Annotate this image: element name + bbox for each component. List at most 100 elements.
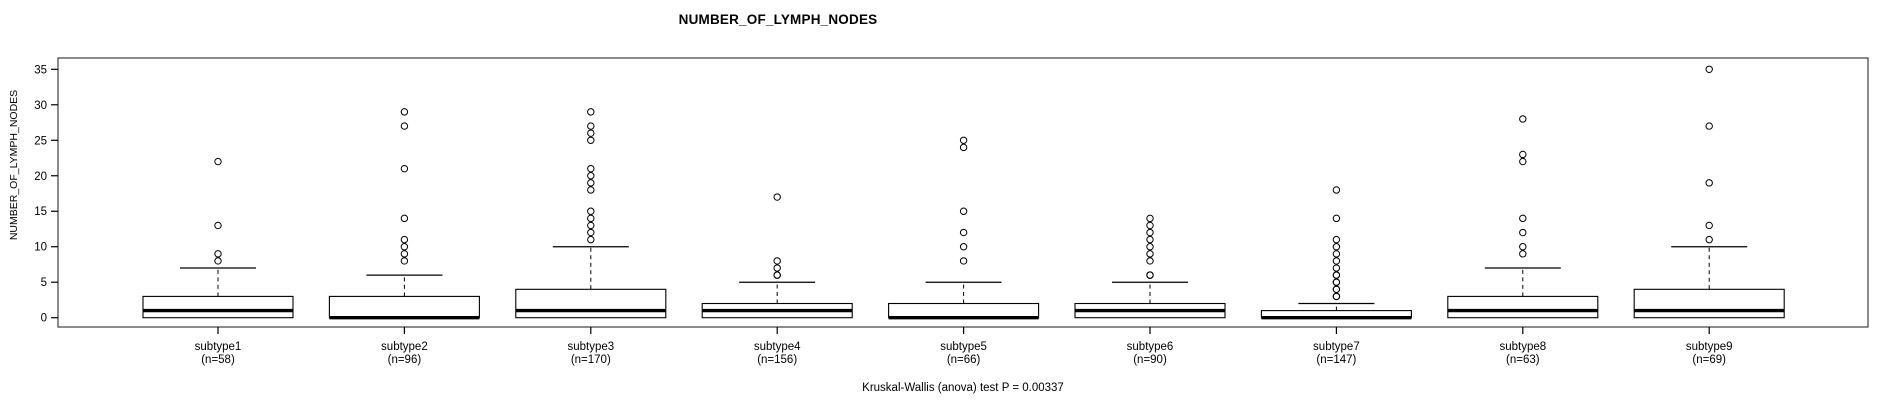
outlier-point — [1705, 179, 1713, 187]
outlier-point — [214, 157, 222, 166]
y-tick-label: 35 — [34, 64, 47, 76]
outlier-point — [1332, 257, 1341, 265]
box-group-subtype1: subtype1(n=58) — [142, 157, 294, 366]
outlier-point — [1519, 115, 1527, 123]
y-tick-label: 30 — [34, 100, 47, 112]
outlier-point — [400, 250, 409, 258]
outlier-point — [1705, 235, 1713, 244]
outlier-point — [959, 207, 968, 215]
outlier-point — [587, 122, 595, 130]
y-tick-label: 10 — [34, 242, 47, 254]
iqr-box — [515, 288, 667, 319]
outlier-point — [587, 179, 595, 187]
x-tick-n-label: (n=63) — [1506, 354, 1540, 366]
outlier-point — [1146, 250, 1154, 258]
y-tick-label: 0 — [41, 313, 47, 325]
outlier-point — [587, 129, 595, 137]
outlier-point — [587, 214, 595, 223]
outlier-point — [1332, 250, 1341, 258]
outlier-point — [587, 235, 595, 244]
outlier-point — [1332, 214, 1341, 223]
outlier-point — [1519, 250, 1527, 258]
x-tick-label: subtype2 — [381, 341, 428, 353]
iqr-box — [328, 295, 480, 319]
iqr-box — [888, 302, 1040, 319]
outlier-point — [400, 122, 409, 130]
outlier-point — [400, 214, 409, 223]
y-tick-label: 25 — [34, 135, 47, 147]
box-group-subtype6: subtype6(n=90) — [1074, 214, 1226, 366]
x-tick-n-label: (n=66) — [947, 354, 981, 366]
x-tick-n-label: (n=96) — [388, 354, 422, 366]
outlier-point — [587, 221, 595, 230]
chart-title: NUMBER_OF_LYMPH_NODES — [678, 12, 878, 27]
outlier-point — [1332, 278, 1341, 286]
outlier-point — [1146, 271, 1154, 279]
outlier-point — [1332, 235, 1341, 244]
outlier-point — [587, 186, 595, 194]
outlier-point — [959, 143, 968, 152]
x-tick-n-label: (n=156) — [757, 354, 797, 366]
iqr-box — [142, 295, 294, 319]
outlier-point — [587, 164, 595, 173]
outlier-point — [1705, 221, 1713, 230]
box-group-subtype2: subtype2(n=96) — [328, 108, 480, 366]
outlier-point — [1146, 214, 1154, 223]
outlier-point — [1332, 186, 1341, 194]
outlier-point — [400, 243, 409, 251]
outlier-point — [773, 271, 781, 279]
outlier-point — [959, 136, 968, 144]
iqr-box — [1633, 288, 1785, 319]
outlier-point — [1519, 157, 1527, 166]
outlier-point — [1332, 292, 1341, 301]
box-group-subtype9: subtype9(n=69) — [1633, 65, 1785, 366]
x-tick-label: subtype7 — [1313, 341, 1360, 353]
outlier-point — [400, 257, 409, 265]
x-tick-label: subtype6 — [1127, 341, 1174, 353]
outlier-point — [1519, 214, 1527, 223]
outlier-point — [214, 221, 222, 230]
x-tick-label: subtype1 — [195, 341, 242, 353]
iqr-box — [1447, 295, 1599, 319]
outlier-point — [959, 257, 968, 265]
box-group-subtype5: subtype5(n=66) — [888, 136, 1040, 366]
outlier-point — [773, 264, 781, 272]
outlier-point — [400, 235, 409, 244]
kruskal-wallis-footnote: Kruskal-Wallis (anova) test P = 0.00337 — [862, 382, 1064, 394]
box-group-subtype3: subtype3(n=170) — [515, 108, 667, 366]
outlier-point — [1519, 243, 1527, 251]
outlier-point — [773, 193, 781, 201]
outlier-point — [959, 243, 968, 251]
outlier-point — [214, 257, 222, 265]
outlier-point — [400, 164, 409, 173]
y-tick-label: 5 — [41, 277, 47, 289]
outlier-point — [1519, 228, 1527, 237]
box-group-subtype7: subtype7(n=147) — [1260, 186, 1412, 366]
outlier-point — [1705, 65, 1713, 74]
x-tick-label: subtype3 — [567, 341, 614, 353]
outlier-point — [1146, 257, 1154, 265]
outlier-point — [1332, 271, 1341, 279]
outlier-point — [587, 108, 595, 116]
outlier-point — [1332, 264, 1341, 272]
x-tick-n-label: (n=90) — [1133, 354, 1167, 366]
box-group-subtype4: subtype4(n=156) — [701, 193, 853, 366]
outlier-point — [1146, 221, 1154, 230]
x-tick-label: subtype4 — [754, 341, 801, 353]
x-tick-n-label: (n=69) — [1692, 354, 1726, 366]
outlier-point — [400, 108, 409, 116]
y-tick-label: 20 — [34, 171, 47, 183]
x-tick-label: subtype5 — [940, 341, 987, 353]
plot-border — [57, 57, 1869, 328]
outlier-point — [1146, 235, 1154, 244]
outlier-point — [587, 136, 595, 144]
outlier-point — [1332, 285, 1341, 294]
outlier-point — [587, 207, 595, 215]
outlier-point — [1519, 150, 1527, 159]
outlier-point — [587, 172, 595, 180]
outlier-point — [959, 228, 968, 237]
outlier-point — [1146, 228, 1154, 237]
